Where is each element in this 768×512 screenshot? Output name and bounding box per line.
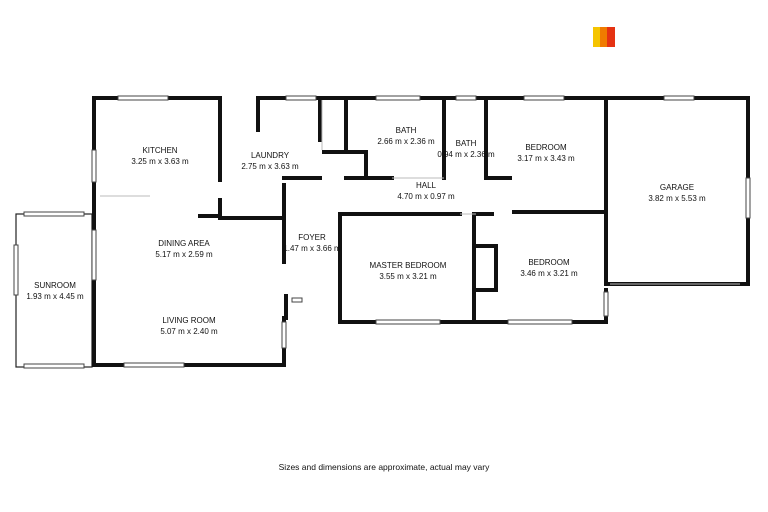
hall-label: HALL 4.70 m x 0.97 m (397, 181, 455, 201)
foyer-label: FOYER 1.47 m x 3.66 m (283, 233, 341, 253)
room-labels: KITCHEN 3.25 m x 3.63 m LAUNDRY 2.75 m x 3… (26, 126, 706, 336)
garage-label: GARAGE 3.82 m x 5.53 m (648, 183, 706, 203)
bath2-label: BATH 0.94 m x 2.36 m (437, 139, 495, 159)
laundry-dims: 2.75 m x 3.63 m (241, 162, 299, 171)
bedroom2-name: BEDROOM (528, 258, 570, 267)
dining-dims: 5.17 m x 2.59 m (155, 250, 213, 259)
hall-name: HALL (416, 181, 437, 190)
bedroom2-dims: 3.46 m x 3.21 m (520, 269, 578, 278)
bedroom1-name: BEDROOM (525, 143, 567, 152)
master-bedroom-dims: 3.55 m x 3.21 m (379, 272, 437, 281)
bath2-name: BATH (456, 139, 477, 148)
bedroom2-label: BEDROOM 3.46 m x 3.21 m (520, 258, 578, 278)
brand-logo-icon (593, 27, 615, 47)
sunroom-dims: 1.93 m x 4.45 m (26, 292, 84, 301)
sunroom-walls (13, 211, 93, 369)
logo-bar-yellow (593, 27, 600, 47)
bath1-label: BATH 2.66 m x 2.36 m (377, 126, 435, 146)
kitchen-dims: 3.25 m x 3.63 m (131, 157, 189, 166)
foyer-name: FOYER (298, 233, 326, 242)
bath1-dims: 2.66 m x 2.36 m (377, 137, 435, 146)
bath1-name: BATH (396, 126, 417, 135)
logo-bar-red (607, 27, 615, 47)
dining-name: DINING AREA (158, 239, 210, 248)
dining-label: DINING AREA 5.17 m x 2.59 m (155, 239, 213, 259)
living-room-dims: 5.07 m x 2.40 m (160, 327, 218, 336)
sunroom-label: SUNROOM 1.93 m x 4.45 m (26, 281, 84, 301)
sunroom-name: SUNROOM (34, 281, 76, 290)
master-bedroom-label: MASTER BEDROOM 3.55 m x 3.21 m (370, 261, 447, 281)
hall-dims: 4.70 m x 0.97 m (397, 192, 455, 201)
foyer-dims: 1.47 m x 3.66 m (283, 244, 341, 253)
logo-bar-orange (600, 27, 607, 47)
bedroom1-dims: 3.17 m x 3.43 m (517, 154, 575, 163)
garage-dims: 3.82 m x 5.53 m (648, 194, 706, 203)
laundry-name: LAUNDRY (251, 151, 290, 160)
garage-name: GARAGE (660, 183, 694, 192)
disclaimer-text: Sizes and dimensions are approximate, ac… (278, 462, 490, 472)
door-openings (100, 100, 740, 285)
kitchen-name: KITCHEN (142, 146, 177, 155)
windows (91, 95, 751, 368)
laundry-label: LAUNDRY 2.75 m x 3.63 m (241, 151, 299, 171)
bath2-dims: 0.94 m x 2.36 m (437, 150, 495, 159)
living-room-name: LIVING ROOM (162, 316, 216, 325)
living-room-label: LIVING ROOM 5.07 m x 2.40 m (160, 316, 218, 336)
kitchen-label: KITCHEN 3.25 m x 3.63 m (131, 146, 189, 166)
master-bedroom-name: MASTER BEDROOM (370, 261, 447, 270)
bedroom1-label: BEDROOM 3.17 m x 3.43 m (517, 143, 575, 163)
